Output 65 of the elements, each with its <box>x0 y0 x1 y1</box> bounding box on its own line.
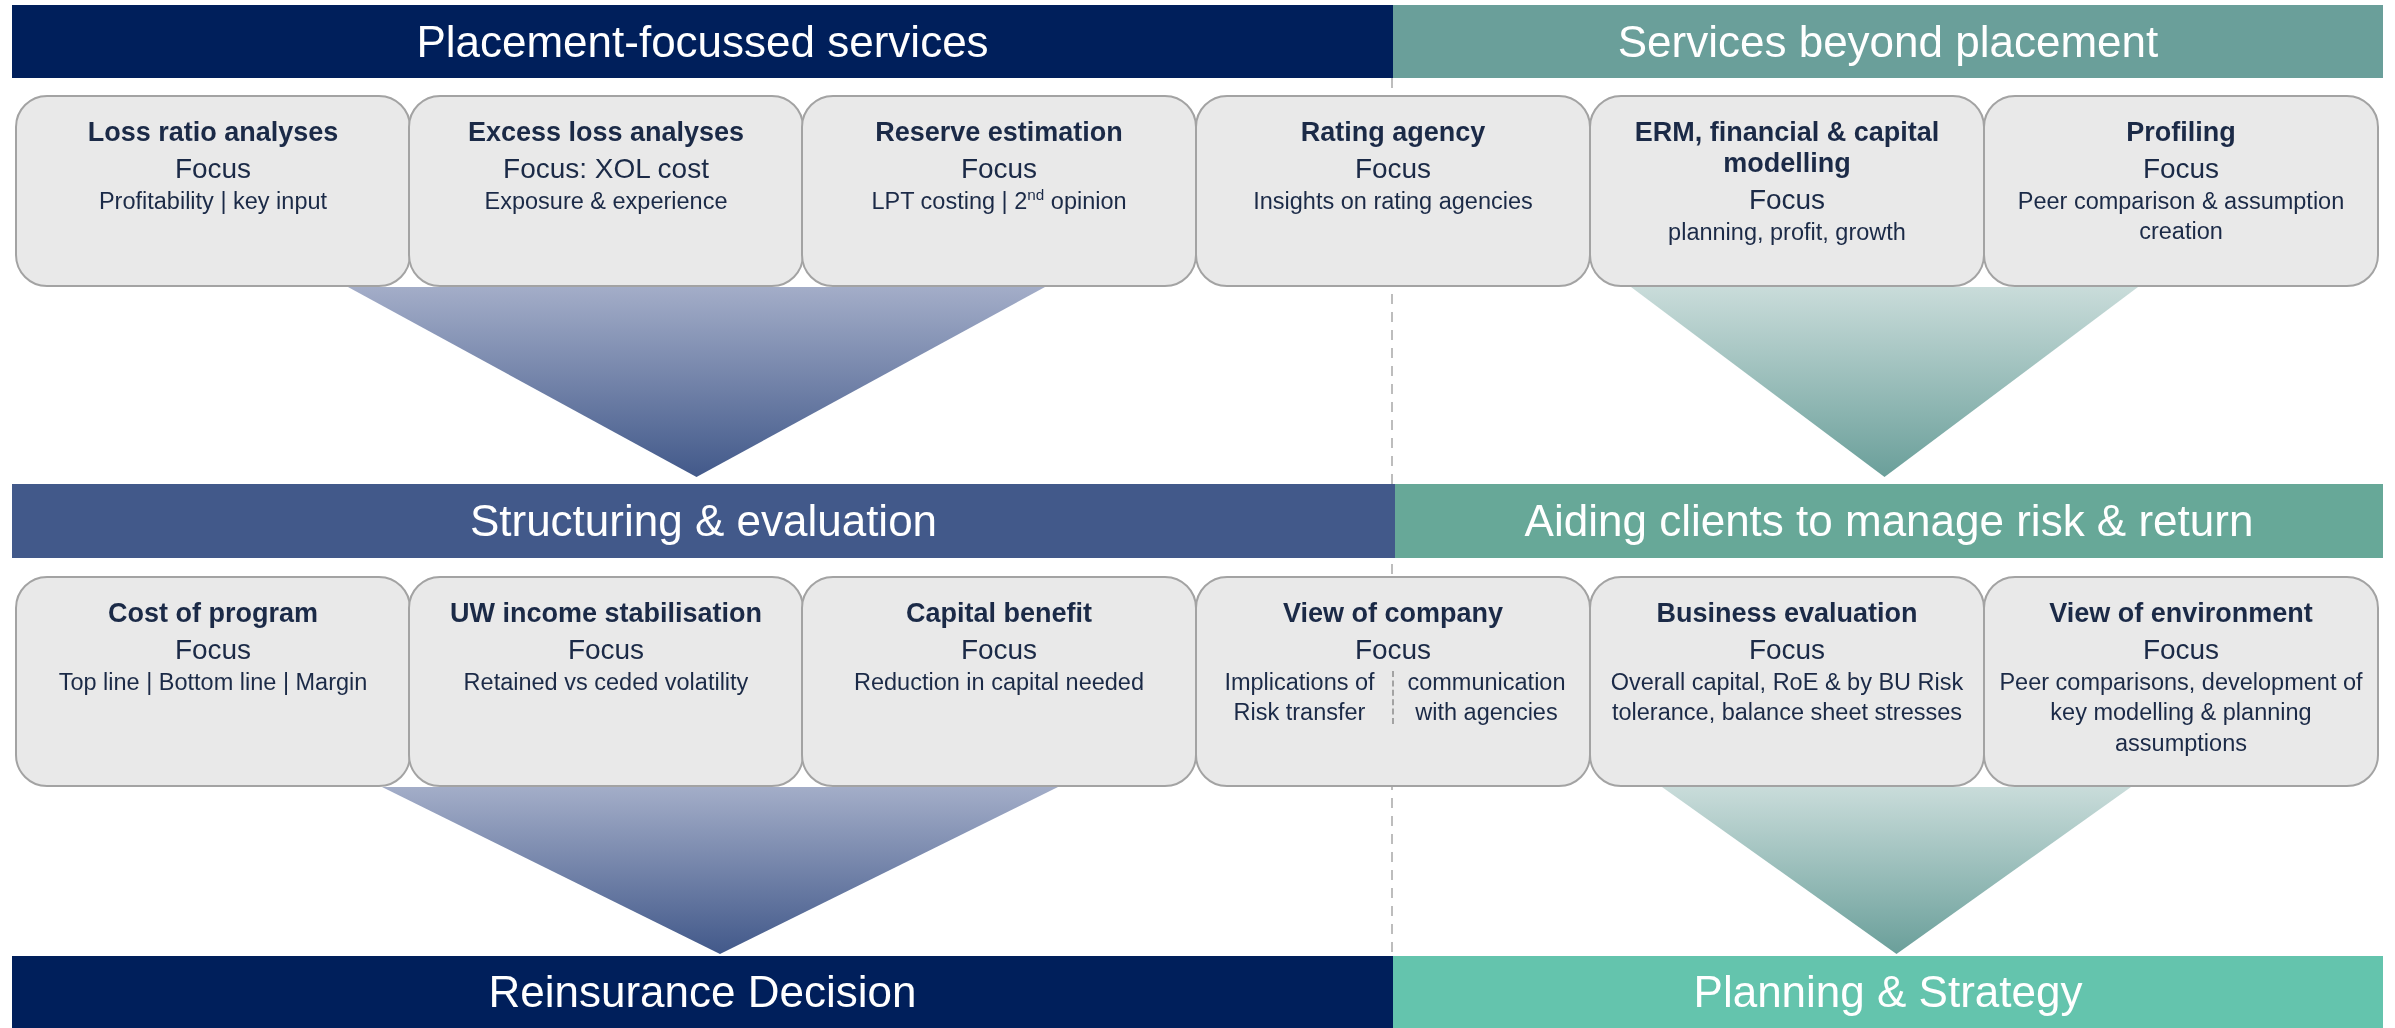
header-band <box>12 956 1393 1028</box>
header-band <box>12 5 1393 78</box>
band-title: Planning & Strategy <box>1693 967 2083 1017</box>
card-title: Capital benefit <box>906 598 1092 630</box>
focus-label: Focus <box>567 633 645 667</box>
focus-label: Focus <box>2142 633 2220 667</box>
card-text: Exposure & experience <box>484 186 728 216</box>
band-title: Reinsurance Decision <box>488 967 917 1017</box>
card-title: Business evaluation <box>1656 598 1918 630</box>
funnel-shape <box>1631 287 2138 477</box>
card-text: Retained vs ceded volatility <box>463 667 749 697</box>
header-band <box>1393 5 2383 78</box>
service-card <box>1589 95 1985 287</box>
service-card <box>408 95 804 287</box>
focus-label: Focus <box>960 633 1038 667</box>
card-text: Peer comparison & assumption creation <box>2016 186 2346 247</box>
focus-label: Focus <box>1354 633 1432 667</box>
header-band <box>1393 956 2383 1028</box>
card-title: ERM, financial & capital modelling <box>1633 117 1941 180</box>
card-text: Implications of Risk transfer <box>1223 667 1376 728</box>
funnel-shape <box>382 787 1058 954</box>
card-title: View of environment <box>2049 598 2313 630</box>
service-card <box>801 95 1197 287</box>
focus-label: Focus <box>174 633 252 667</box>
card-title: View of company <box>1282 598 1504 630</box>
focus-label: Focus <box>1748 183 1826 217</box>
card-text: Top line | Bottom line | Margin <box>58 667 368 697</box>
service-card <box>15 576 411 787</box>
card-text: Reduction in capital needed <box>853 667 1144 697</box>
card-text: Profitability | key input <box>98 186 328 216</box>
card-text: LPT costing | 2$^{nd}$ opinion <box>871 185 1127 216</box>
focus-label: Focus <box>1748 633 1826 667</box>
service-card <box>1983 576 2379 787</box>
header-band <box>12 484 1395 558</box>
focus-label: Focus <box>2142 152 2220 186</box>
funnel-shape <box>348 287 1045 477</box>
card-title: UW income stabilisation <box>449 598 762 630</box>
service-card <box>1589 576 1985 787</box>
card-text: Overall capital, RoE & by BU Risk tolerance, balance sheet stresses <box>1609 667 1965 728</box>
card-title: Reserve estimation <box>875 117 1123 149</box>
focus-label: Focus <box>1354 152 1432 186</box>
band-title: Placement-focussed services <box>416 16 989 67</box>
service-card <box>15 95 411 287</box>
card-text: Peer comparisons, development of key modelling & planning assumptions <box>1998 667 2364 758</box>
focus-label: Focus <box>960 152 1038 186</box>
band-title: Services beyond placement <box>1617 16 2159 67</box>
focus-label: Focus <box>174 152 252 186</box>
service-card <box>801 576 1197 787</box>
card-title: Excess loss analyses <box>467 117 745 149</box>
card-title: Loss ratio analyses <box>87 117 339 149</box>
service-card <box>1195 95 1591 287</box>
service-card <box>1983 95 2379 287</box>
header-band <box>1395 484 2383 558</box>
card-title: Cost of program <box>108 598 318 630</box>
band-title: Aiding clients to manage risk & return <box>1524 496 2254 546</box>
card-text: planning, profit, growth <box>1668 217 1906 247</box>
card-text: Insights on rating agencies <box>1253 186 1533 216</box>
funnel-shape <box>1662 787 2131 954</box>
card-title: Profiling <box>2126 117 2236 149</box>
service-card <box>1195 576 1591 787</box>
service-card <box>408 576 804 787</box>
focus-label: Focus: XOL cost <box>503 152 709 186</box>
card-text: communication with agencies <box>1406 667 1567 728</box>
card-title: Rating agency <box>1300 117 1486 149</box>
band-title: Structuring & evaluation <box>469 496 938 546</box>
